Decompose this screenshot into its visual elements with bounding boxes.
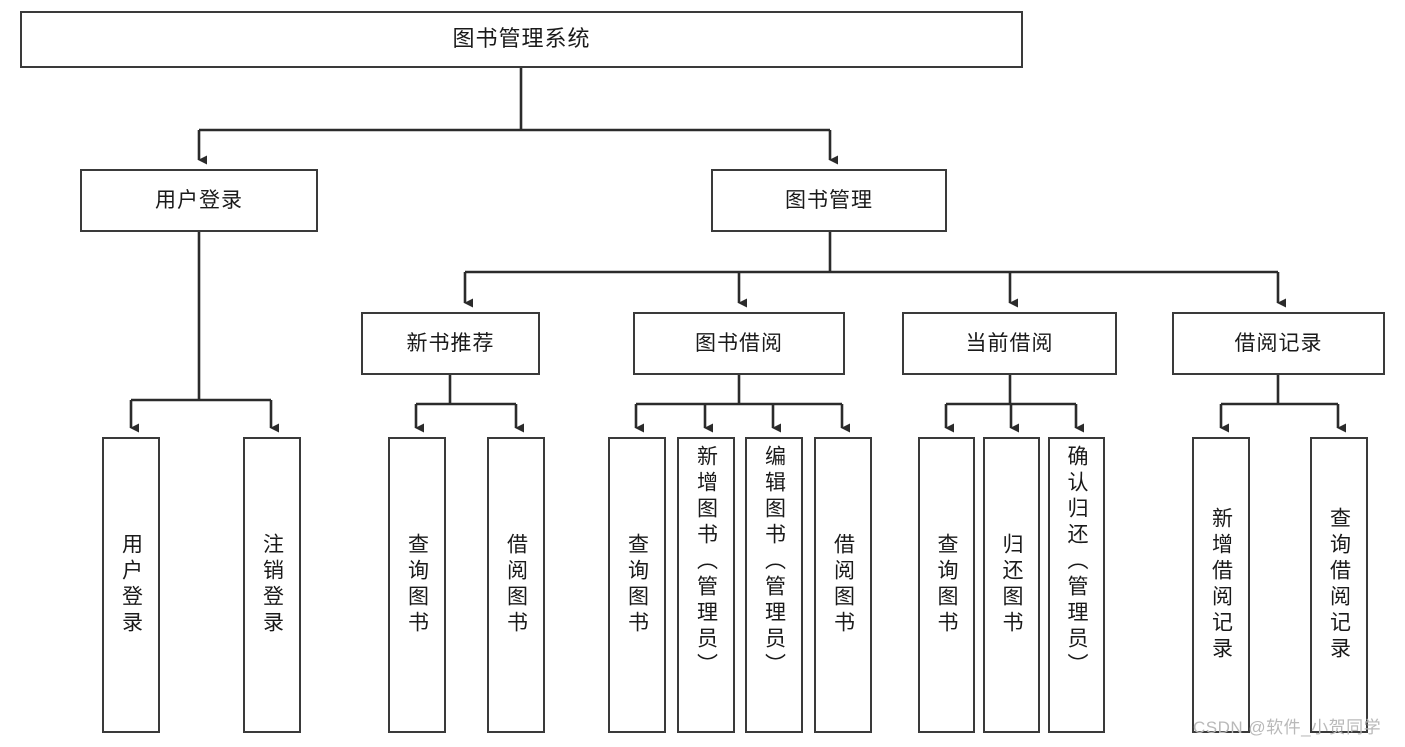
leaf-label: 查询图书 (625, 533, 649, 637)
leaf-book-borrow-edit[interactable]: 编辑图书（管理员） (745, 437, 803, 733)
node-root-label: 图书管理系统 (452, 26, 591, 52)
node-root[interactable]: 图书管理系统 (20, 11, 1023, 68)
node-current-borrow[interactable]: 当前借阅 (902, 312, 1117, 375)
leaf-book-borrow-add[interactable]: 新增图书（管理员） (677, 437, 735, 733)
leaf-new-book-borrow[interactable]: 借阅图书 (487, 437, 545, 733)
leaf-label: 查询借阅记录 (1327, 507, 1351, 663)
node-user-login[interactable]: 用户登录 (80, 169, 318, 232)
node-user-login-label: 用户登录 (155, 188, 243, 212)
leaf-current-borrow-confirm[interactable]: 确认归还（管理员） (1048, 437, 1105, 733)
leaf-label: 借阅图书 (504, 533, 528, 637)
node-new-book-recommend-label: 新书推荐 (406, 331, 495, 355)
leaf-label: 确认归还（管理员） (1065, 445, 1088, 679)
node-borrow-record[interactable]: 借阅记录 (1172, 312, 1385, 375)
leaf-label: 注销登录 (260, 533, 284, 637)
leaf-label: 查询图书 (405, 533, 429, 637)
leaf-book-borrow-query[interactable]: 查询图书 (608, 437, 666, 733)
node-new-book-recommend[interactable]: 新书推荐 (361, 312, 540, 375)
leaf-label: 用户登录 (119, 533, 143, 637)
leaf-borrow-record-add[interactable]: 新增借阅记录 (1192, 437, 1250, 733)
leaf-label: 新增借阅记录 (1209, 507, 1233, 663)
node-current-borrow-label: 当前借阅 (965, 331, 1054, 355)
watermark-text: CSDN @软件_小贺同学 (1193, 718, 1382, 737)
leaf-new-book-query[interactable]: 查询图书 (388, 437, 446, 733)
leaf-borrow-record-query[interactable]: 查询借阅记录 (1310, 437, 1368, 733)
leaf-user-login-login[interactable]: 用户登录 (102, 437, 160, 733)
node-book-borrow-label: 图书借阅 (695, 331, 783, 355)
node-book-management-label: 图书管理 (785, 188, 873, 212)
leaf-book-borrow-borrow[interactable]: 借阅图书 (814, 437, 872, 733)
leaf-label: 借阅图书 (831, 533, 855, 637)
leaf-current-borrow-query[interactable]: 查询图书 (918, 437, 975, 733)
leaf-user-login-logout[interactable]: 注销登录 (243, 437, 301, 733)
node-book-borrow[interactable]: 图书借阅 (633, 312, 845, 375)
leaf-label: 编辑图书（管理员） (762, 445, 786, 679)
leaf-label: 新增图书（管理员） (694, 445, 718, 679)
leaf-label: 查询图书 (935, 533, 958, 637)
leaf-current-borrow-return[interactable]: 归还图书 (983, 437, 1040, 733)
node-book-management[interactable]: 图书管理 (711, 169, 947, 232)
leaf-label: 归还图书 (1000, 533, 1023, 637)
node-borrow-record-label: 借阅记录 (1234, 331, 1323, 355)
